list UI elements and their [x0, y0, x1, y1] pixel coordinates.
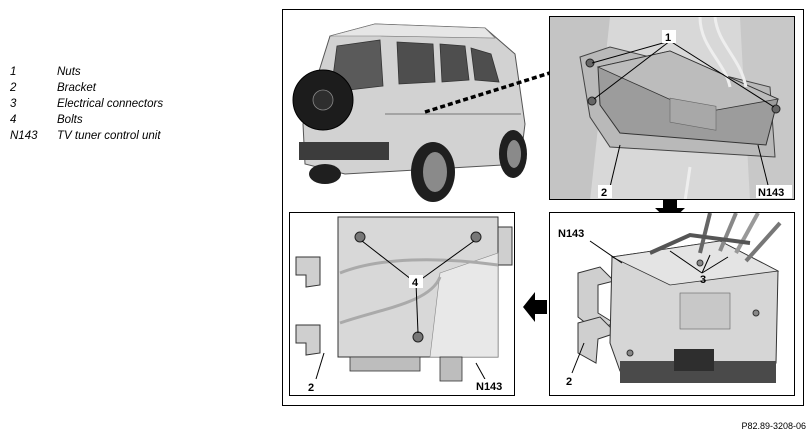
legend-key: 3 — [10, 98, 17, 110]
callout-bolts: 4 — [412, 277, 419, 289]
reference-code: P82.89-3208-06 — [741, 421, 806, 431]
callout-connectors: 3 — [700, 274, 706, 286]
legend-key: 1 — [10, 66, 17, 78]
legend-item-tv-tuner: N143 TV tuner control unit — [10, 128, 163, 144]
arrow-down-icon — [655, 200, 685, 222]
legend-key: 2 — [10, 82, 17, 94]
legend-label: Nuts — [57, 66, 81, 78]
legend-label: Electrical connectors — [57, 98, 164, 110]
callout-bracket: 2 — [601, 187, 607, 199]
legend-label: TV tuner control unit — [57, 130, 161, 142]
panel-unit-bolts: 4 2 N143 — [289, 212, 515, 396]
legend-item-connectors: 3 Electrical connectors — [10, 96, 163, 112]
legend: 1 Nuts 2 Bracket 3 Electrical connectors… — [10, 64, 163, 144]
panel-unit-connectors: N143 3 2 — [549, 212, 795, 396]
arrow-left-icon — [523, 292, 547, 322]
callout-tv-tuner: N143 — [758, 187, 784, 199]
callout-tv-tuner: N143 — [476, 381, 502, 393]
location-pointer — [424, 70, 554, 114]
legend-key: 4 — [10, 114, 17, 126]
figure-frame: 1 2 N143 — [282, 9, 804, 406]
legend-item-nuts: 1 Nuts — [10, 64, 163, 80]
panel-installed-unit: 1 2 N143 — [549, 16, 795, 200]
legend-key: N143 — [10, 130, 38, 142]
callout-bracket: 2 — [566, 376, 572, 388]
callout-tv-tuner: N143 — [558, 228, 584, 240]
callout-bracket: 2 — [308, 382, 314, 394]
legend-item-bolts: 4 Bolts — [10, 112, 163, 128]
legend-item-bracket: 2 Bracket — [10, 80, 163, 96]
legend-label: Bracket — [57, 82, 96, 94]
callout-nuts: 1 — [665, 32, 671, 44]
vehicle-illustration — [292, 23, 554, 202]
legend-label: Bolts — [57, 114, 83, 126]
